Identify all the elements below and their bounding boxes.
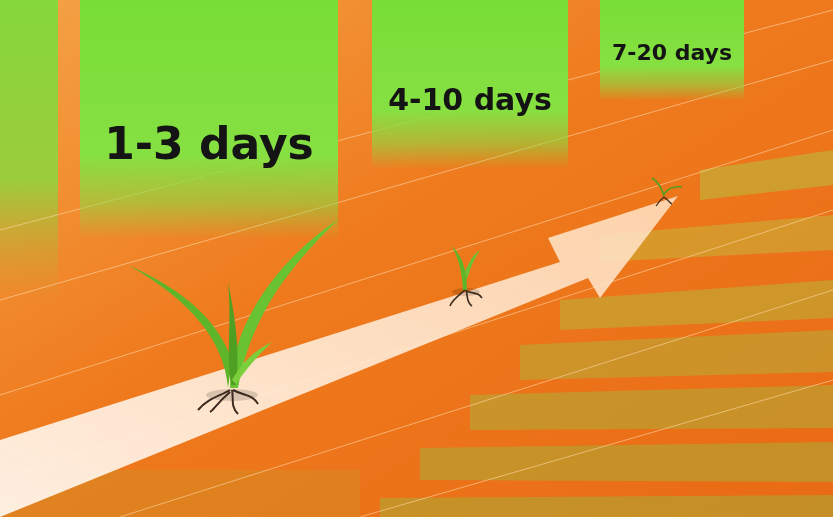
time-band: 7-20 days bbox=[600, 0, 744, 101]
growth-arrow bbox=[0, 196, 678, 517]
time-band: 4-10 days bbox=[372, 0, 568, 169]
medium-seedling bbox=[450, 246, 482, 306]
duration-label: 7-20 days bbox=[600, 40, 744, 65]
left-band bbox=[0, 0, 58, 300]
duration-label: 1-3 days bbox=[80, 118, 338, 169]
duration-label: 4-10 days bbox=[372, 82, 568, 117]
small-seedling bbox=[652, 178, 682, 206]
large-seedling bbox=[128, 218, 340, 414]
time-band: 1-3 days bbox=[80, 0, 338, 239]
